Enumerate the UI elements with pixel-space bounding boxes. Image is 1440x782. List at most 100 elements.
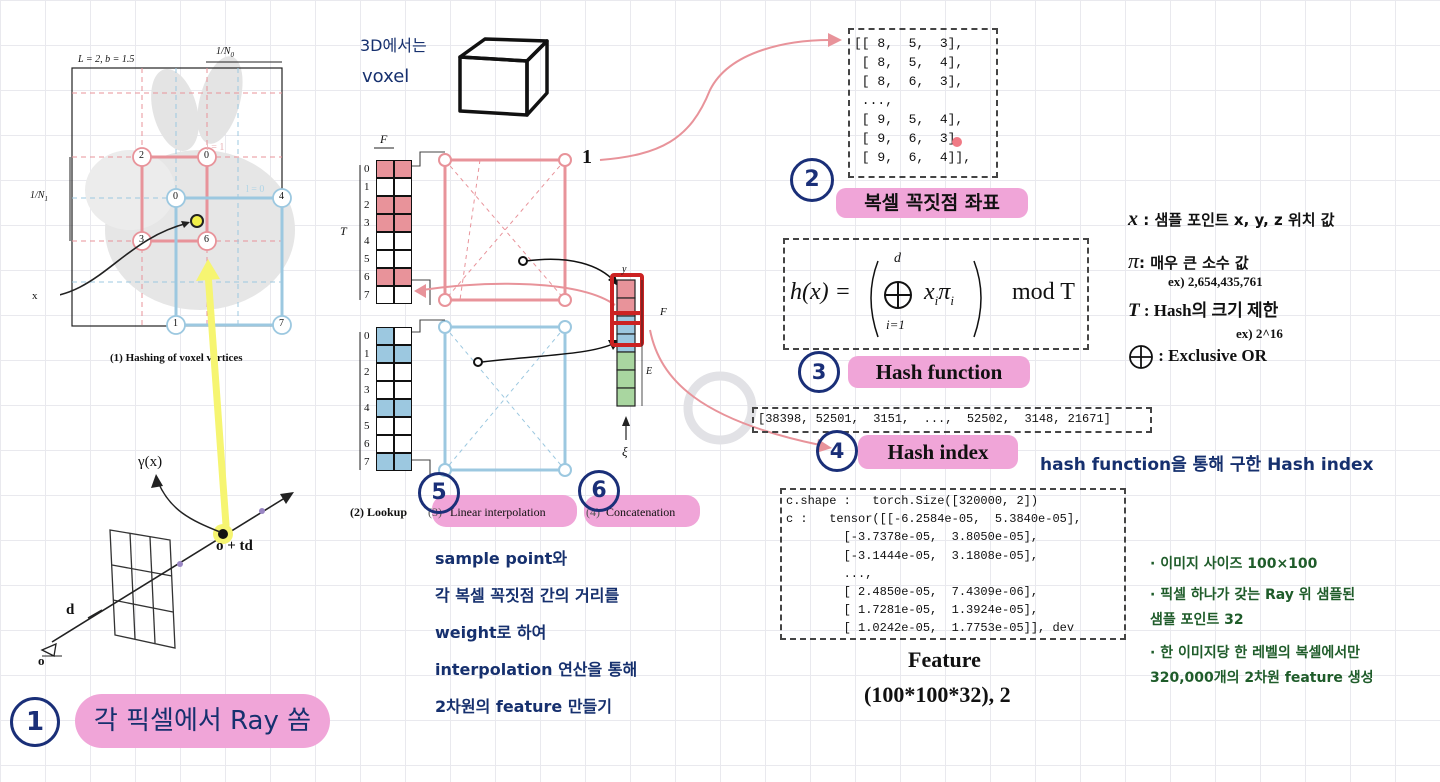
blue-vertex-label-7: 7 (279, 318, 284, 329)
blue-cell (376, 399, 394, 417)
legend-x: x : 샘플 포인트 x, y, z 위치 값 (1128, 208, 1335, 231)
pink-curve-to-coords (590, 30, 860, 170)
blue-cell (394, 345, 412, 363)
interp-caption: Linear interpolation (450, 505, 546, 520)
step5-line: weight로 하여 (435, 614, 637, 651)
legend-pi: π: 매우 큰 소수 값 (1128, 248, 1249, 274)
red-vertex-label-6: 6 (204, 234, 209, 245)
red-cell (376, 250, 394, 268)
blue-cell (376, 417, 394, 435)
row-index-red: 6 (364, 271, 370, 283)
step2-number: 2 (790, 158, 834, 202)
level0-label: l = 0 (246, 184, 264, 195)
blue-cell (376, 381, 394, 399)
blue-cell (376, 435, 394, 453)
feature-shape: (100*100*32), 2 (864, 682, 1011, 708)
green-note-line: 320,000개의 2차원 feature 생성 (1150, 666, 1374, 691)
legend-xor: : Exclusive OR (1128, 344, 1267, 370)
step1-number: 1 (10, 697, 60, 747)
hash-formula: h(x) = d i=1 xiπi mod T (790, 255, 1086, 345)
feature-tensor: c.shape : torch.Size([320000, 2]) c : te… (786, 492, 1081, 638)
red-vertex-label-0: 0 (204, 150, 209, 161)
red-cell (394, 160, 412, 178)
step4-number: 4 (816, 430, 858, 472)
formula-mod: mod T (1012, 279, 1075, 306)
tensor-line: c.shape : torch.Size([320000, 2]) (786, 494, 1038, 508)
blue-cell (394, 381, 412, 399)
step5-number: 5 (418, 472, 460, 514)
green-notes: · 이미지 사이즈 100×100 · 픽셀 하나가 갖는 Ray 위 샘플된 … (1150, 552, 1374, 691)
red-cell (376, 196, 394, 214)
blue-cell (394, 435, 412, 453)
blue-vertex-label-4: 4 (279, 191, 284, 202)
concat-caption: Concatenation (606, 505, 675, 520)
feature-title: Feature (908, 647, 981, 673)
top-resolution-label: 1/N0 (216, 46, 234, 59)
step4-handwritten-note: hash function을 통해 구한 Hash index (1040, 450, 1374, 475)
formula-lhs: h(x) = (790, 279, 851, 306)
concat-f-label: F (660, 306, 667, 318)
step5-line: sample point와 (435, 540, 637, 577)
blue-cell (376, 453, 394, 471)
row-index-blue: 6 (364, 438, 370, 450)
voxel-grid-svg (60, 40, 300, 380)
xi-label: ξ (622, 444, 628, 460)
red-dot-marker (952, 137, 962, 147)
red-cell (376, 232, 394, 250)
step5-note: sample point와 각 복셀 꼭짓점 간의 거리를 weight로 하여… (435, 540, 637, 725)
formula-sub: i=1 (886, 317, 905, 333)
row-index-red: 0 (364, 163, 370, 175)
blue-vertex-label-0: 0 (173, 191, 178, 202)
row-index-red: 3 (364, 217, 370, 229)
red-cell (394, 286, 412, 304)
row-index-blue: 2 (364, 366, 370, 378)
blue-cell (394, 327, 412, 345)
red-vertex-label-2: 2 (139, 150, 144, 161)
legend-t-example: ex) 2^16 (1236, 326, 1283, 342)
row-index-red: 4 (364, 235, 370, 247)
red-cell (376, 160, 394, 178)
table-size-label: T (340, 224, 347, 239)
legend-pi-example: ex) 2,654,435,761 (1168, 274, 1263, 290)
row-index-red: 7 (364, 289, 370, 301)
feature-dim-label: F (380, 132, 387, 147)
row-index-blue: 3 (364, 384, 370, 396)
legend-t: T : Hash의 크기 제한 (1128, 296, 1278, 322)
point-x-label: x (32, 290, 38, 302)
row-index-blue: 4 (364, 402, 370, 414)
step5-line: 2차원의 feature 만들기 (435, 688, 637, 725)
coords-row: [[ 8, 5, 3], (854, 36, 963, 51)
red-vertex-label-3: 3 (139, 234, 144, 245)
tensor-line: [-3.7378e-05, 3.8050e-05], (786, 530, 1038, 544)
blue-cell (394, 453, 412, 471)
red-cell (376, 268, 394, 286)
red-cell (376, 286, 394, 304)
xor-icon (1128, 344, 1154, 370)
origin-label: o (38, 653, 45, 669)
y-label: y (622, 264, 626, 275)
cube-icon (455, 35, 555, 120)
red-cell (376, 214, 394, 232)
voxel-note-3d: 3D에서는 (360, 32, 427, 56)
hash-index-values: [38398, 52501, 3151, ..., 52502, 3148, 2… (758, 412, 1111, 426)
ray-figure: γ(x) o + td d o (30, 450, 330, 680)
red-cell (376, 178, 394, 196)
coords-row: [ 9, 6, 3], (854, 131, 963, 146)
formula-sup: d (894, 251, 901, 267)
green-note-line: 샘플 포인트 32 (1150, 608, 1374, 633)
row-index-red: 2 (364, 199, 370, 211)
step3-note: Hash function (848, 356, 1030, 388)
formula-term: xiπi (924, 279, 954, 309)
tensor-line: c : tensor([[-6.2584e-05, 5.3840e-05], (786, 512, 1081, 526)
step1-note: 각 픽셀에서 Ray 쏨 (75, 694, 330, 748)
blue-cell (394, 399, 412, 417)
step4-note: Hash index (858, 435, 1018, 469)
green-note-line: · 이미지 사이즈 100×100 (1150, 552, 1374, 577)
o-plus-td-label: o + td (216, 538, 253, 555)
coords-row: [ 8, 5, 4], (854, 55, 963, 70)
side-resolution-label: 1/N1 (30, 190, 48, 203)
red-cell (394, 214, 412, 232)
step3-number: 3 (798, 351, 840, 393)
voxel-note-word: voxel (362, 66, 409, 87)
row-index-red: 5 (364, 253, 370, 265)
